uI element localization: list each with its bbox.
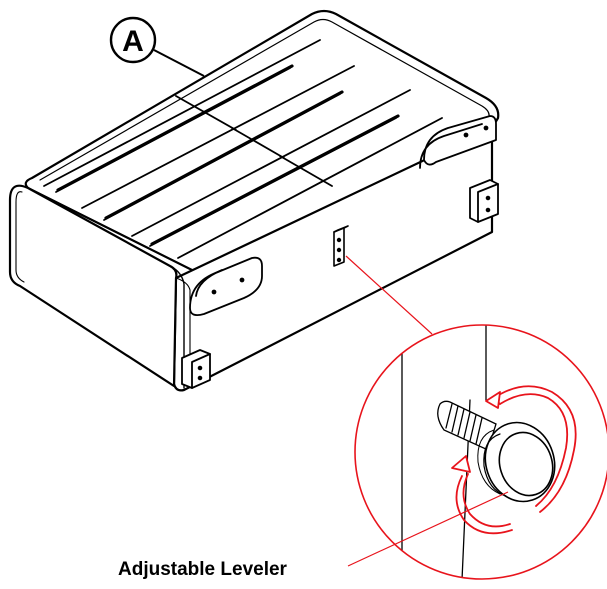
leveler-bracket — [333, 225, 349, 267]
detail-circle-background — [355, 325, 607, 579]
caption-adjustable-leveler: Adjustable Leveler — [118, 559, 287, 580]
clockwise-arrows-icon — [451, 385, 577, 535]
caption-leader-line — [347, 491, 509, 567]
detail-leader-line — [345, 255, 433, 335]
leveler-detail-view — [347, 324, 607, 580]
callout-a: A — [109, 16, 205, 77]
cabinet-unit — [8, 9, 500, 392]
corner-foot-front-right — [469, 179, 499, 223]
corner-bracket-front-left — [189, 256, 263, 317]
callout-letter: A — [122, 25, 144, 58]
callout-circle — [109, 16, 157, 64]
cabinet-left-end — [8, 184, 178, 388]
top-panel-divisions — [43, 39, 443, 259]
corner-foot-front-left — [181, 349, 211, 389]
detail-circle-outline — [354, 324, 607, 580]
leveler-foot-disc — [477, 421, 556, 503]
cabinet-corner-edge-inner — [175, 277, 191, 385]
corner-bracket-back-right — [419, 115, 497, 169]
cabinet-top-inner-edge — [39, 18, 490, 181]
cabinet-corner-edge — [169, 265, 185, 389]
callout-leader-line — [153, 49, 205, 77]
leveler-threaded-stem — [437, 400, 497, 451]
cabinet-left-end-inner — [15, 191, 25, 283]
cabinet-top-panel — [24, 9, 500, 274]
